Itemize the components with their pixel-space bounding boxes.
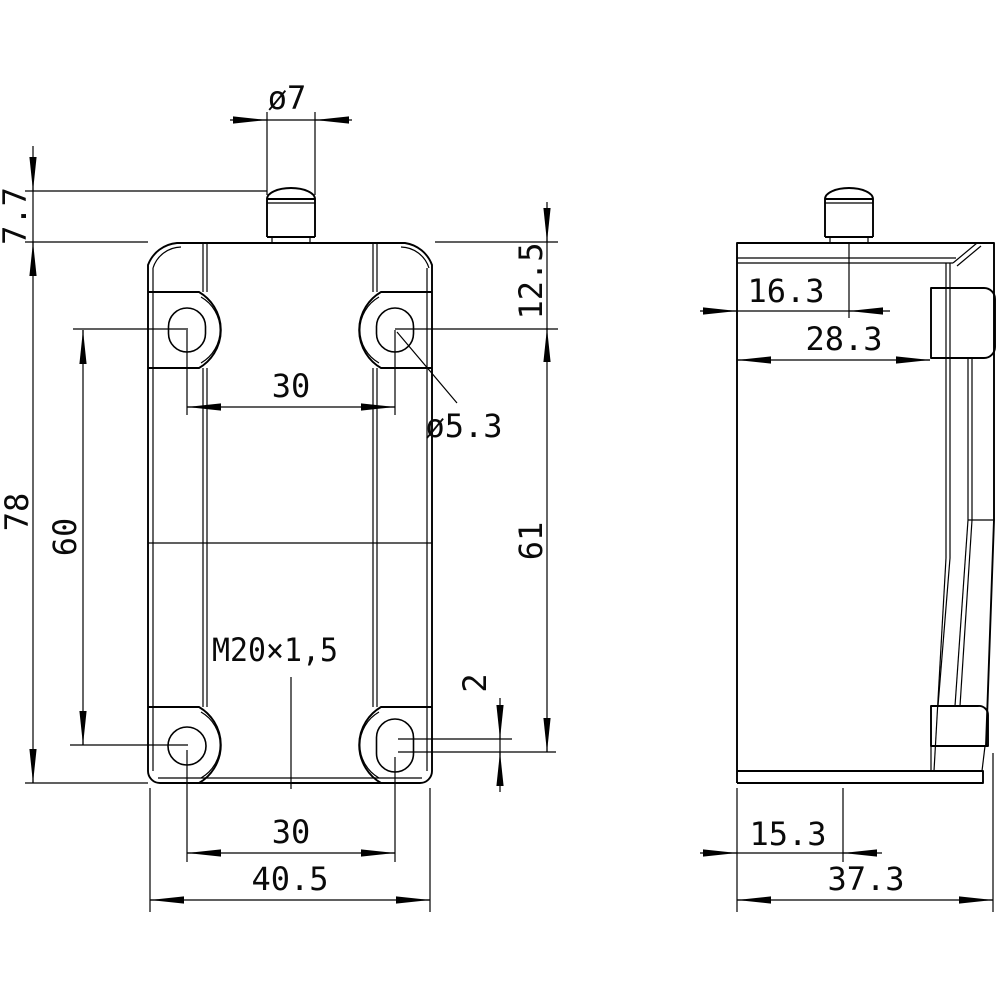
front-centerlines xyxy=(70,328,558,862)
dim-plunger-travel: 7.7 xyxy=(0,187,34,245)
front-dimensions: ø7 7.7 78 60 30 ø5.3 M20×1,5 xyxy=(0,79,558,912)
dim-bottom-hole-spacing: 30 xyxy=(272,813,311,851)
front-view: ø7 7.7 78 60 30 ø5.3 M20×1,5 xyxy=(0,79,558,912)
dim-top-hole-spacing: 30 xyxy=(272,367,311,405)
side-plunger xyxy=(824,187,874,243)
dim-body-width: 40.5 xyxy=(251,860,328,898)
dim-right-hole-span: 61 xyxy=(512,522,550,561)
front-mounting-ears xyxy=(148,291,432,784)
dim-head-height: 12.5 xyxy=(512,242,550,319)
dim-hole-diameter: ø5.3 xyxy=(425,407,502,445)
dim-body-height: 78 xyxy=(0,493,36,532)
dim-plunger-offset: 16.3 xyxy=(747,272,824,310)
side-seam-lines xyxy=(933,263,994,772)
front-plunger xyxy=(266,187,316,243)
side-foot xyxy=(930,705,989,772)
dim-cable-entry-offset: 15.3 xyxy=(749,815,826,853)
dim-upper-depth: 28.3 xyxy=(805,320,882,358)
label-cable-thread: M20×1,5 xyxy=(212,631,338,669)
dim-plunger-diameter: ø7 xyxy=(268,79,307,117)
side-lug xyxy=(930,287,996,359)
dim-slot-elongation: 2 xyxy=(456,673,494,692)
side-view: 16.3 28.3 15.3 37.3 xyxy=(700,187,996,912)
side-body-outline xyxy=(736,242,995,783)
side-dimensions: 16.3 28.3 15.3 37.3 xyxy=(700,272,994,912)
dim-left-hole-span: 60 xyxy=(46,518,84,557)
front-body-outline xyxy=(147,242,433,784)
front-rails xyxy=(148,243,432,707)
dim-overall-depth: 37.3 xyxy=(827,860,904,898)
